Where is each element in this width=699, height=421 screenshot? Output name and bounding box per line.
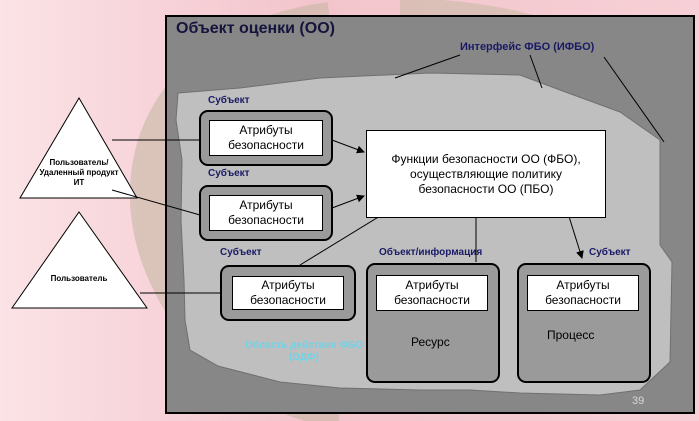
arrow-attr2-to-tsf bbox=[331, 194, 365, 209]
ifbo-pointer-2 bbox=[529, 54, 543, 89]
actor-label-user: Пользователь bbox=[50, 274, 108, 283]
tsf-box: Функции безопасности ОО (ФБО), осуществл… bbox=[366, 130, 606, 218]
attr-line2: безопасности bbox=[228, 138, 304, 152]
diagram-title: Объект оценки (ОО) bbox=[176, 20, 335, 37]
subject-label-1: Субъект bbox=[208, 95, 250, 106]
actor-triangle-remote bbox=[19, 97, 138, 199]
actor-triangle-user bbox=[11, 211, 148, 309]
attr-line2: безопасности bbox=[228, 213, 304, 227]
actor-label-remote: Пользователь/ Удаленный продукт ИТ bbox=[39, 158, 119, 187]
interface-label: Интерфейс ФБО (ИФБО) bbox=[460, 41, 595, 53]
arrow-attr1-to-tsf bbox=[331, 139, 365, 154]
object-label: Объект/информация bbox=[379, 247, 483, 258]
subject-label-2: Субъект bbox=[208, 168, 250, 179]
process-label: Процесс bbox=[547, 328, 595, 342]
subject-label-3: Субъект bbox=[220, 247, 262, 258]
attr-line2: безопасности bbox=[394, 293, 470, 307]
ifbo-pointer-3 bbox=[603, 56, 665, 143]
ifbo-pointer-1 bbox=[394, 54, 461, 79]
attr-line1: Атрибуты bbox=[239, 123, 293, 137]
subject-label-4: Субъект bbox=[589, 247, 631, 258]
attr-line1: Атрибуты bbox=[556, 278, 610, 292]
attr-line1: Атрибуты bbox=[405, 278, 459, 292]
attr-line2: безопасности bbox=[250, 293, 326, 307]
area-label: Область действия ФБО (ОДФ) bbox=[245, 340, 363, 363]
attr-line1: Атрибуты bbox=[261, 278, 315, 292]
resource-label: Ресурс bbox=[411, 335, 450, 349]
attr-line2: безопасности bbox=[545, 293, 621, 307]
link-remote-attr2 bbox=[111, 189, 201, 216]
page-number: 39 bbox=[632, 395, 645, 407]
attr-line1: Атрибуты bbox=[239, 198, 293, 212]
